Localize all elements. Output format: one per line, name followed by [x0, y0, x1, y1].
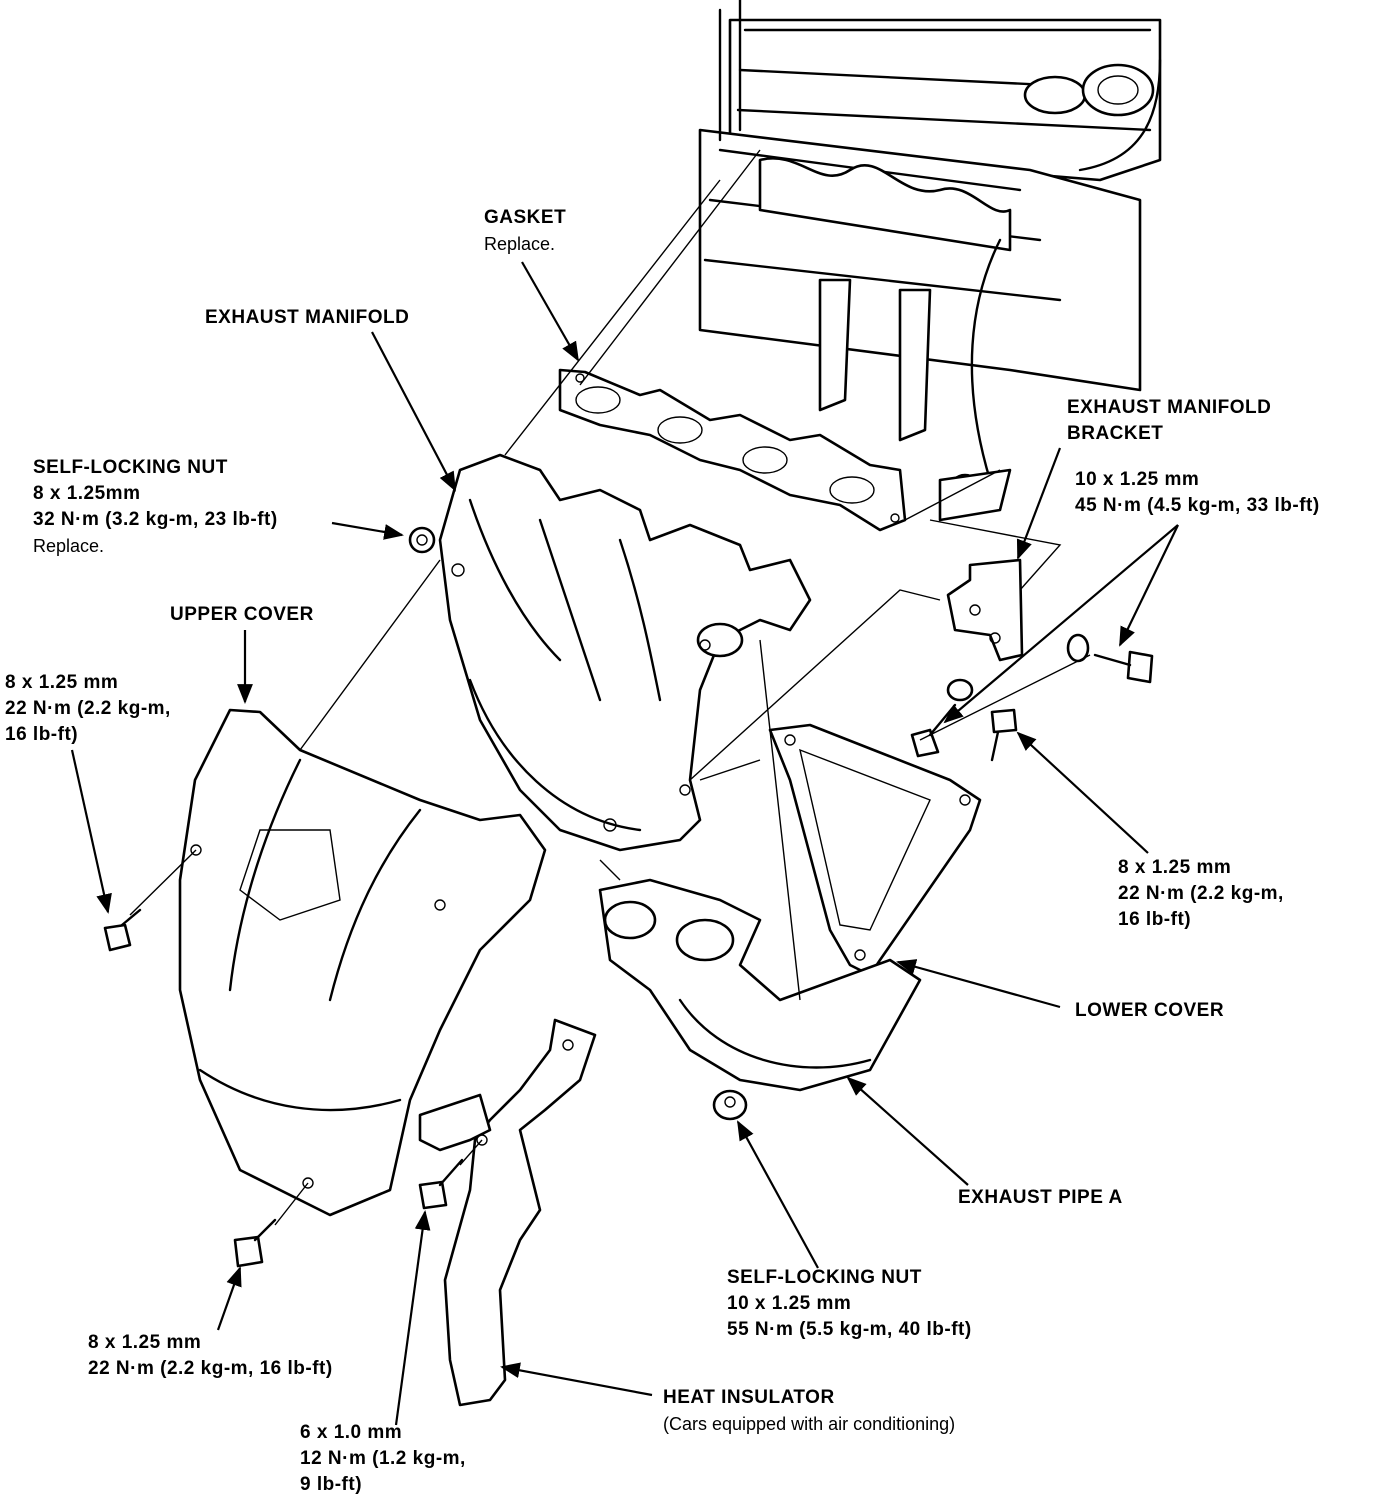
lower-cover-bolt-part	[990, 708, 1018, 762]
self-locking-nut-top-label: SELF-LOCKING NUT 8 x 1.25mm 32 N·m (3.2 …	[33, 455, 278, 559]
gasket-part	[558, 368, 907, 532]
lower-cover-label: LOWER COVER	[1075, 998, 1224, 1024]
insulator-bolt-torque2: 9 lb-ft)	[300, 1474, 363, 1495]
cover-bottom-bolt-part	[233, 1218, 277, 1268]
lower-cover-part	[768, 723, 982, 977]
self-locking-nut-top-size: 8 x 1.25mm	[33, 483, 141, 504]
lower-cover-title: LOWER COVER	[1075, 1000, 1225, 1021]
exhaust-pipe-a-part	[598, 878, 922, 1092]
upper-cover-bolt-label: 8 x 1.25 mm 22 N·m (2.2 kg-m, 16 lb-ft)	[5, 670, 171, 748]
lower-cover-bolt-torque2: 16 lb-ft)	[1118, 909, 1192, 930]
heat-insulator-title: HEAT INSULATOR	[663, 1387, 835, 1408]
exhaust-manifold-bracket-part	[946, 558, 1024, 662]
bracket-bolt-part	[1093, 650, 1154, 684]
exhaust-manifold-label: EXHAUST MANIFOLD	[205, 305, 409, 331]
bracket-bolt-torque: 45 N·m (4.5 kg-m, 33 lb-ft)	[1075, 495, 1320, 516]
gasket-note: Replace.	[484, 234, 556, 254]
insulator-bolt-torque1: 12 N·m (1.2 kg-m,	[300, 1448, 466, 1469]
upper-cover-title: UPPER COVER	[170, 604, 314, 625]
exhaust-manifold-bracket-label: EXHAUST MANIFOLD BRACKET	[1067, 395, 1271, 447]
self-locking-nut-bottom-title: SELF-LOCKING NUT	[727, 1267, 922, 1288]
insulator-bolt-part	[418, 1158, 464, 1210]
leader-arrows	[70, 261, 1179, 1426]
exhaust-manifold-title: EXHAUST MANIFOLD	[205, 307, 410, 328]
bracket-bolt-size: 10 x 1.25 mm	[1075, 469, 1200, 490]
heat-insulator-note: (Cars equipped with air conditioning)	[663, 1414, 956, 1434]
self-locking-nut-bottom-part	[712, 1089, 748, 1121]
lower-cover-bolt-label: 8 x 1.25 mm 22 N·m (2.2 kg-m, 16 lb-ft)	[1118, 855, 1284, 933]
self-locking-nut-bottom-label: SELF-LOCKING NUT 10 x 1.25 mm 55 N·m (5.…	[727, 1265, 972, 1343]
bracket-lower-washer-part	[946, 678, 974, 702]
alignment-lines	[129, 149, 1091, 1226]
self-locking-nut-bottom-torque: 55 N·m (5.5 kg-m, 40 lb-ft)	[727, 1319, 972, 1340]
self-locking-nut-top-title: SELF-LOCKING NUT	[33, 457, 228, 478]
upper-cover-bolt-size: 8 x 1.25 mm	[5, 672, 119, 693]
insulator-bolt-size: 6 x 1.0 mm	[300, 1422, 403, 1443]
upper-cover-bolt-part	[103, 908, 142, 952]
lower-cover-bolt-torque1: 22 N·m (2.2 kg-m,	[1118, 883, 1284, 904]
cover-bottom-bolt-torque: 22 N·m (2.2 kg-m, 16 lb-ft)	[88, 1358, 333, 1379]
engine-cylinder-head	[698, 0, 1162, 522]
upper-cover-part	[178, 708, 547, 1217]
insulator-bolt-label: 6 x 1.0 mm 12 N·m (1.2 kg-m, 9 lb-ft)	[300, 1420, 466, 1496]
self-locking-nut-top-part	[408, 526, 436, 554]
self-locking-nut-top-note: Replace.	[33, 536, 105, 556]
bracket-bolt-label: 10 x 1.25 mm 45 N·m (4.5 kg-m, 33 lb-ft)	[1075, 467, 1320, 519]
bracket-lower-bolt-part	[910, 703, 957, 758]
upper-cover-bolt-torque1: 22 N·m (2.2 kg-m,	[5, 698, 171, 719]
fasteners	[103, 526, 1154, 1268]
exhaust-pipe-a-title: EXHAUST PIPE A	[958, 1187, 1123, 1208]
cover-bottom-bolt-label: 8 x 1.25 mm 22 N·m (2.2 kg-m, 16 lb-ft)	[88, 1330, 333, 1382]
exhaust-manifold-bracket-title1: EXHAUST MANIFOLD	[1067, 397, 1272, 418]
upper-cover-bolt-torque2: 16 lb-ft)	[5, 724, 79, 745]
exhaust-pipe-a-label: EXHAUST PIPE A	[958, 1185, 1123, 1211]
heat-insulator-part	[418, 1018, 597, 1407]
exhaust-manifold-part	[438, 453, 812, 852]
lower-cover-bolt-size: 8 x 1.25 mm	[1118, 857, 1232, 878]
cover-bottom-bolt-size: 8 x 1.25 mm	[88, 1332, 202, 1353]
exhaust-manifold-bracket-title2: BRACKET	[1067, 423, 1164, 444]
self-locking-nut-top-torque: 32 N·m (3.2 kg-m, 23 lb-ft)	[33, 509, 278, 530]
gasket-title: GASKET	[484, 207, 567, 228]
upper-cover-label: UPPER COVER	[170, 602, 314, 628]
heat-insulator-label: HEAT INSULATOR (Cars equipped with air c…	[663, 1385, 955, 1437]
gasket-label: GASKET Replace.	[484, 205, 566, 257]
self-locking-nut-bottom-size: 10 x 1.25 mm	[727, 1293, 852, 1314]
